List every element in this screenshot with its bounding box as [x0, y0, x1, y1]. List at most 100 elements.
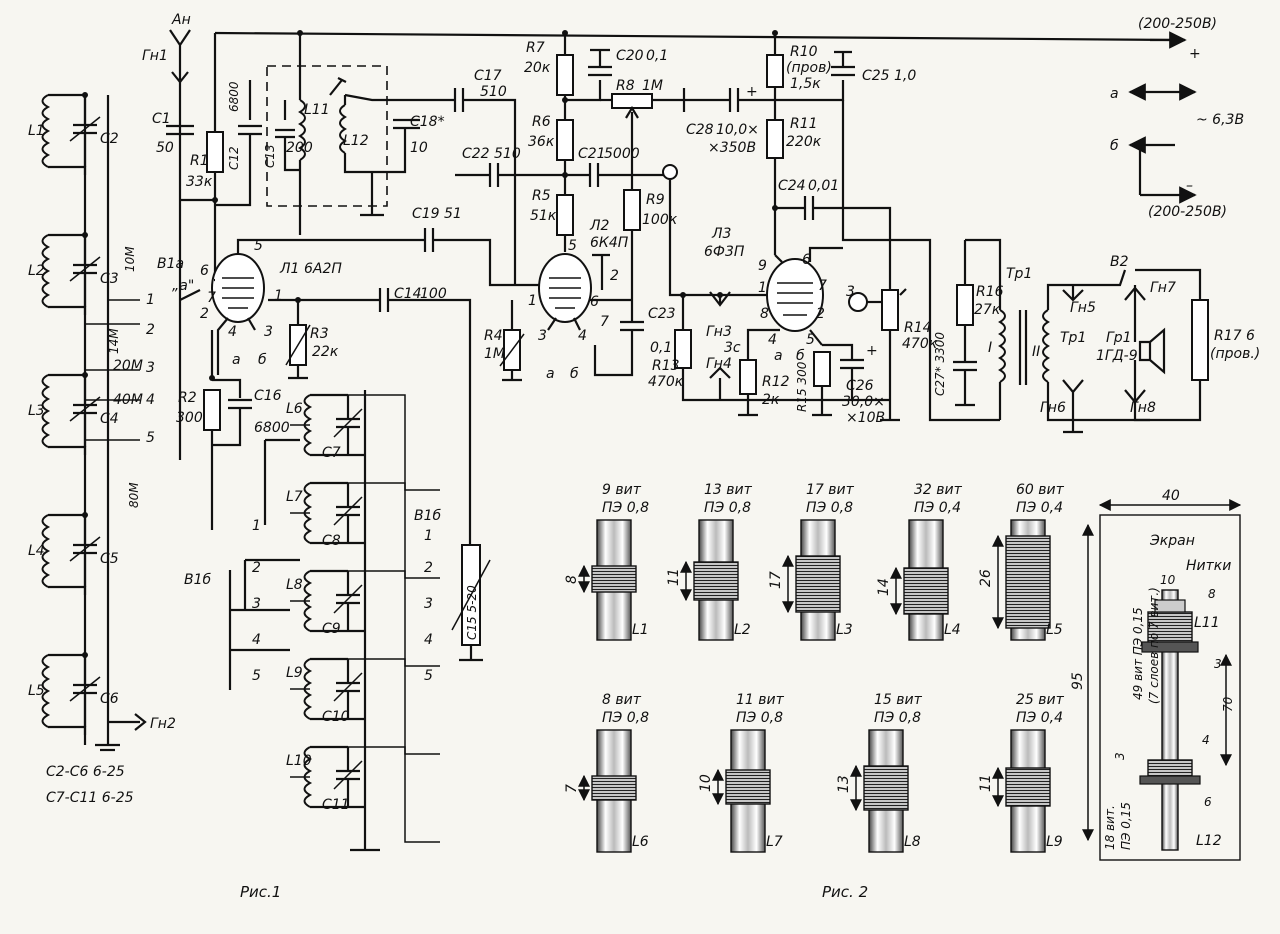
tr1-winding-2: II [1032, 344, 1040, 360]
c20-value: 0,1 [646, 48, 668, 64]
coil-wire-l1: ПЭ 0,8 [602, 500, 649, 516]
c19-value: 51 [444, 206, 462, 222]
tube3-type: 6Ф3П [704, 244, 745, 260]
tube2-pin-4: 4 [578, 328, 587, 344]
tube3-pin-1: 1 [758, 280, 767, 296]
socket-gn1-label: Гн1 [142, 48, 168, 64]
coil-name-l7: L7 [766, 834, 783, 850]
r2-name: R2 [178, 390, 197, 406]
assembly-l12: L12 [1196, 833, 1222, 849]
tube1-pin-1: 1 [274, 288, 283, 304]
c27-label: С27* 3300 [933, 332, 947, 396]
c15-label: С15 5-20 [465, 585, 479, 640]
coil-length-l9: 11 [978, 774, 994, 792]
tube2-pin-6: 6 [590, 294, 599, 310]
coil-name-l3: L3 [836, 622, 853, 638]
r9-name: R9 [646, 192, 665, 208]
tube-l2-stage: R7 20к R6 36к R5 51к С20 0,1 R8 1М С22 5… [455, 30, 700, 382]
supply-voltage-bottom: (200-250В) [1148, 204, 1227, 220]
tube3-pin-5: 5 [806, 332, 815, 348]
assembly-d8: 8 [1208, 587, 1216, 601]
coil-wire-l6: ПЭ 0,8 [602, 710, 649, 726]
coil-turns-l9: 25 вит [1016, 692, 1065, 708]
r7-value: 20к [524, 60, 551, 76]
tube3-pin-6: 6 [802, 252, 811, 268]
trimmer-note-2: С7-С11 6-25 [46, 790, 134, 806]
het-pos-5: 5 [252, 668, 261, 684]
coil-wire-l3: ПЭ 0,8 [806, 500, 853, 516]
gn3-label: Гн3 [706, 324, 732, 340]
c18-value: 10 [410, 140, 428, 156]
r10-value: (пров) [786, 60, 832, 76]
r10-value2: 1,5к [790, 76, 821, 92]
het-pos-r3: 3 [424, 596, 433, 612]
c14-name: С14 [394, 286, 422, 302]
tube2-pin-1: 1 [528, 293, 537, 309]
switch-pos-5: 5 [146, 430, 155, 446]
c14-value: 100 [420, 286, 447, 302]
figure-2-caption: Рис. 2 [822, 883, 868, 901]
coil-wire-l2: ПЭ 0,8 [704, 500, 751, 516]
r12-name: R12 [762, 374, 790, 390]
switch-v2-label: В2 [1110, 254, 1129, 270]
input-coil-label-2: L2 [28, 263, 45, 279]
coil-name-l8: L8 [904, 834, 921, 850]
input-cap-label-5: C6 [100, 691, 119, 707]
switch-b1b2-label: В1б [414, 508, 442, 524]
mixer-input-network: R1 33к С12 6800 [180, 33, 262, 280]
tube1-pin-6: 6 [200, 263, 209, 279]
het-coil-label-1: L6 [286, 401, 303, 417]
tube3-fil-b: б [796, 348, 805, 364]
input-cap-label-2: C3 [100, 271, 119, 287]
tube-l1: 5 6 7 2 1 4 3 а б Л1 6А2П R3 22к С14 100 [176, 238, 472, 550]
r14-value: 470к [902, 336, 938, 352]
het-coil-label-4: L9 [286, 665, 303, 681]
r5-value: 51к [530, 208, 557, 224]
l12-label: L12 [343, 133, 369, 149]
heater-voltage: ~ 6,3В [1196, 112, 1244, 128]
r4-value: 1М [484, 346, 505, 362]
c26-name: С26 [846, 378, 874, 394]
coil-length-l3: 17 [768, 571, 784, 589]
het-coil-label-3: L8 [286, 577, 303, 593]
c21-value: 5000 [604, 146, 640, 162]
c22-value: 510 [494, 146, 521, 162]
c19-coupling: С19 51 [258, 206, 515, 287]
switch-b1a: В1а „а" [157, 200, 201, 460]
coil-wire-l7: ПЭ 0,8 [736, 710, 783, 726]
c28-plus: + [746, 84, 758, 100]
coil-turns-l6: 8 вит [602, 692, 642, 708]
r12-value: 2к [762, 392, 780, 408]
coil-name-l5: L5 [1046, 622, 1063, 638]
socket-gn2-label: Гн2 [150, 716, 176, 732]
coil-length-l8: 13 [836, 775, 852, 793]
coil-name-l4: L4 [944, 622, 961, 638]
het-cap-label-5: C11 [322, 797, 350, 813]
c25-name: С25 [862, 68, 890, 84]
tube2-pin-7: 7 [600, 314, 609, 330]
c13-name: С13 [263, 144, 277, 168]
tube1-fil-b: б [258, 352, 267, 368]
coil-wire-l8: ПЭ 0,8 [874, 710, 921, 726]
switch-pos-3: 3 [146, 360, 155, 376]
assembly-d3a: 3 [1214, 657, 1222, 671]
coil-name-l1: L1 [632, 622, 649, 638]
coil-turns-l3: 17 вит [806, 482, 855, 498]
tube2-fil-a: а [546, 366, 555, 382]
coil-wire-l4: ПЭ 0,4 [914, 500, 961, 516]
r8-value: 1М [642, 78, 663, 94]
tube2-pin-2: 2 [610, 268, 619, 284]
c24-name: С24 [778, 178, 806, 194]
coil-length-l7: 10 [698, 774, 714, 792]
gn7-label: Гн7 [1150, 280, 1176, 296]
tube1-type: 6А2П [304, 261, 342, 277]
c23-value: 0,1 [650, 340, 672, 356]
r13-value: 470к [648, 374, 684, 390]
coil-wire-l5: ПЭ 0,4 [1016, 500, 1063, 516]
